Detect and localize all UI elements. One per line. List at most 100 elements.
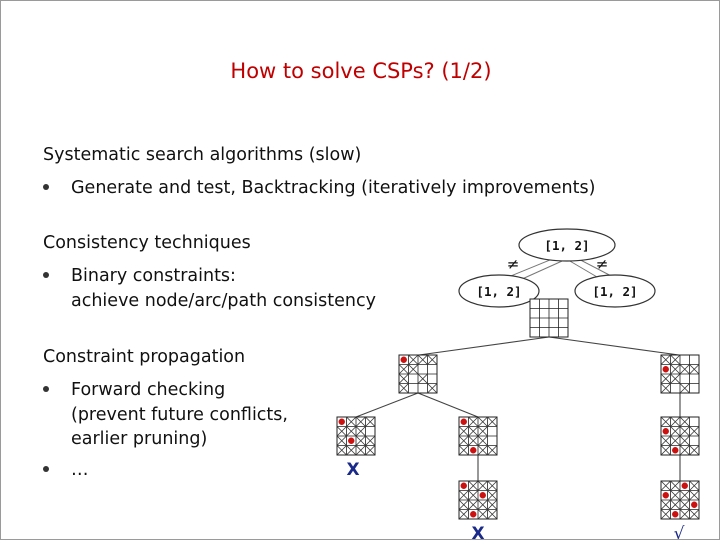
cross-mark: [468, 426, 479, 437]
cross-mark: [477, 445, 488, 456]
bullet-text-line: Binary constraints:: [71, 266, 236, 286]
cross-mark: [468, 480, 479, 491]
not-equal-left: ≠: [507, 255, 520, 273]
cross-mark: [660, 383, 671, 394]
left-domain-label: [1, 2]: [476, 284, 521, 299]
cross-mark: [427, 383, 438, 394]
tree-edge: [355, 392, 419, 418]
bullet-dot: [43, 386, 49, 392]
cross-mark: [365, 435, 376, 446]
queen-marker: [662, 366, 669, 373]
cross-mark: [355, 426, 366, 437]
cross-mark: [689, 426, 700, 437]
cross-mark: [679, 383, 690, 394]
cross-mark: [689, 509, 700, 520]
cross-mark: [670, 490, 681, 501]
board-4x4: [398, 354, 438, 394]
cross-mark: [679, 490, 690, 501]
cross-mark: [477, 426, 488, 437]
bullet-text-line: achieve node/arc/path consistency: [71, 290, 376, 311]
queen-marker: [672, 511, 679, 518]
queen-marker: [348, 437, 355, 444]
right-domain-label: [1, 2]: [592, 284, 637, 299]
cross-mark: [487, 445, 498, 456]
queen-marker: [662, 428, 669, 435]
tree-edge: [417, 392, 479, 418]
bullet-text-line: (prevent future conflicts,: [71, 404, 288, 425]
cross-mark: [670, 499, 681, 510]
cross-mark: [679, 445, 690, 456]
queen-marker: [691, 501, 698, 508]
cross-mark: [336, 445, 347, 456]
cross-mark: [660, 354, 671, 365]
cross-mark: [660, 435, 671, 446]
variable-node-left: [458, 274, 540, 308]
cross-mark: [336, 426, 347, 437]
board-4x4: [660, 480, 700, 520]
cross-mark: [679, 509, 690, 520]
cross-mark: [346, 445, 357, 456]
cross-mark: [468, 499, 479, 510]
bullet-text-line: …: [71, 460, 89, 480]
cross-mark: [408, 364, 419, 375]
cross-mark: [670, 416, 681, 427]
cross-mark: [487, 416, 498, 427]
bullet-dot: [43, 184, 49, 190]
tree-edge: [548, 336, 680, 356]
cross-mark: [660, 499, 671, 510]
cross-mark: [427, 354, 438, 365]
cross-mark: [670, 426, 681, 437]
constraint-graph: [1, 2] [1, 2] [1, 2] ≠ ≠: [458, 228, 656, 308]
slide-title: How to solve CSPs? (1/2): [230, 59, 492, 83]
cross-mark: [417, 354, 428, 365]
cross-mark: [670, 435, 681, 446]
cross-mark: [660, 509, 671, 520]
cross-mark: [670, 480, 681, 491]
heading-consistency-techniques: Consistency techniques: [43, 233, 251, 253]
cross-mark: [477, 480, 488, 491]
not-equal-right: ≠: [596, 255, 609, 273]
board-4x4: [660, 354, 700, 394]
cross-mark: [398, 364, 409, 375]
queen-marker: [479, 492, 486, 499]
queen-marker: [662, 492, 669, 499]
cross-mark: [670, 354, 681, 365]
queen-marker: [338, 418, 345, 425]
cross-mark: [660, 480, 671, 491]
cross-mark: [458, 499, 469, 510]
tree-edges: [355, 336, 681, 481]
queen-marker: [460, 482, 467, 489]
fail-mark: X: [471, 524, 484, 540]
cross-mark: [346, 416, 357, 427]
cross-mark: [417, 373, 428, 384]
bullet-dot: [43, 466, 49, 472]
cross-mark: [689, 490, 700, 501]
cross-mark: [487, 509, 498, 520]
cross-mark: [689, 480, 700, 491]
bullet-dot: [43, 272, 49, 278]
cross-mark: [355, 435, 366, 446]
cross-mark: [458, 509, 469, 520]
queen-marker: [460, 418, 467, 425]
cross-mark: [679, 416, 690, 427]
cross-mark: [458, 445, 469, 456]
cross-mark: [689, 445, 700, 456]
fail-mark: X: [346, 460, 359, 480]
queen-marker: [470, 447, 477, 454]
queen-marker: [672, 447, 679, 454]
variable-node-right: [574, 274, 656, 308]
cross-mark: [346, 426, 357, 437]
bullet-text-line: earlier pruning): [71, 429, 208, 449]
tree-edge: [418, 336, 550, 356]
cross-mark: [679, 435, 690, 446]
cross-mark: [477, 509, 488, 520]
cross-mark: [670, 373, 681, 384]
cross-mark: [660, 445, 671, 456]
cross-mark: [670, 364, 681, 375]
heading-systematic-search: Systematic search algorithms (slow): [43, 145, 362, 165]
cross-mark: [458, 426, 469, 437]
cross-mark: [408, 354, 419, 365]
heading-constraint-propagation: Constraint propagation: [43, 347, 246, 367]
boards: [336, 298, 700, 520]
